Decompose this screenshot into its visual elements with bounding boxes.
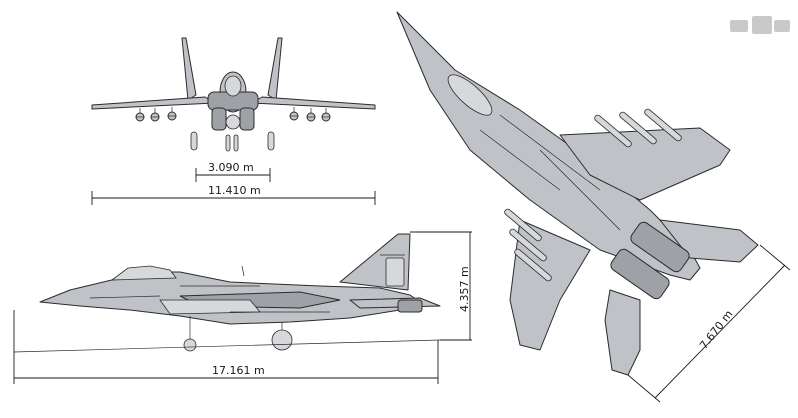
length-label: 17.161 m: [212, 364, 265, 377]
side-view: [39, 233, 441, 352]
wingspan-dimension: 11.410 m: [91, 184, 376, 205]
tailplane-span-dimension: 3.090 m: [195, 161, 271, 182]
oblique-width-label: 7.670 m: [697, 308, 735, 352]
blurred-watermark: [730, 16, 790, 34]
height-dimension: 4.357 m: [410, 231, 472, 341]
ground-line: [13, 339, 441, 353]
wingspan-label: 11.410 m: [208, 184, 261, 197]
tailplane-span-label: 3.090 m: [208, 161, 254, 174]
top-view: [396, 11, 759, 376]
length-dimension: 17.161 m: [13, 310, 439, 384]
front-view: [91, 37, 376, 152]
height-label: 4.357 m: [458, 266, 471, 312]
